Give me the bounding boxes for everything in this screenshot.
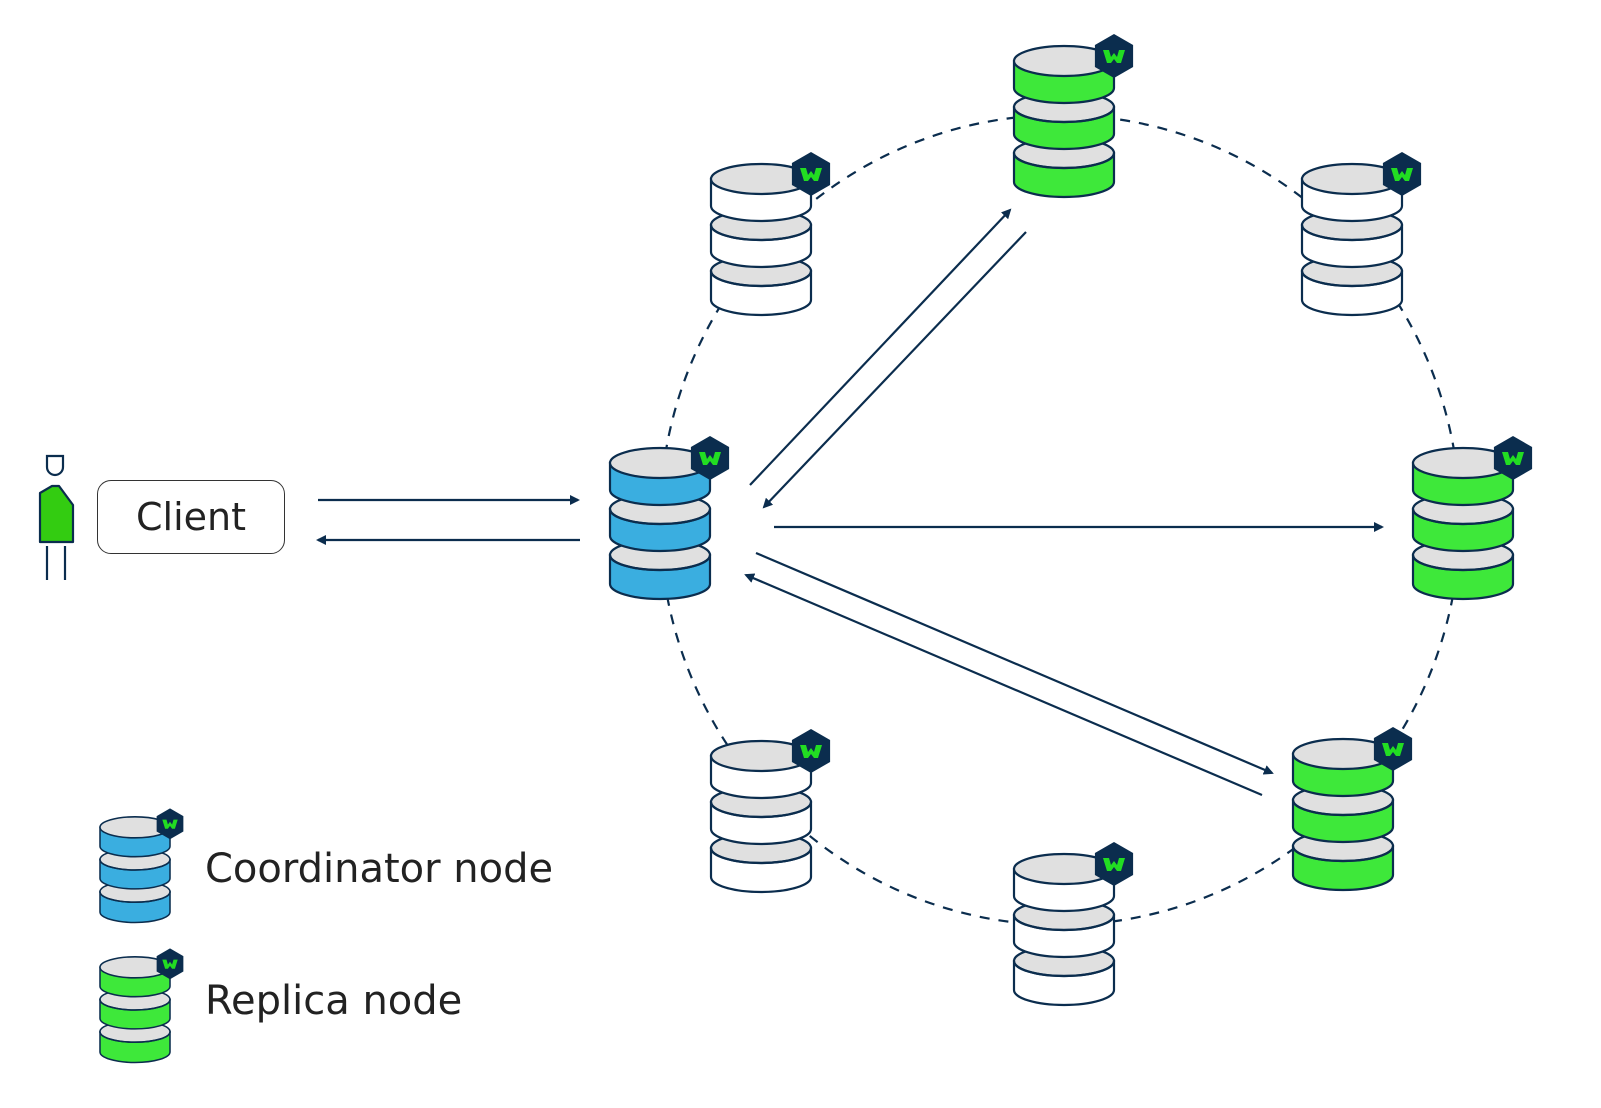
legend-coordinator-label: Coordinator node (205, 846, 554, 892)
weaviate-badge-icon (1094, 34, 1134, 78)
arrow-top-to-center-left (762, 231, 1027, 509)
db-node-right (1411, 436, 1533, 601)
weaviate-badge-icon (1094, 842, 1134, 886)
db-node-top (1012, 34, 1134, 199)
db-node-center-left (608, 436, 730, 601)
db-node-bottom-right (1291, 727, 1413, 892)
weaviate-badge-icon (1382, 152, 1422, 196)
weaviate-badge-icon (791, 729, 831, 773)
legend-replica-label: Replica node (205, 978, 463, 1024)
weaviate-badge-icon (1373, 727, 1413, 771)
weaviate-badge-icon (690, 436, 730, 480)
legend-replica-icon (99, 948, 184, 1064)
client-label: Client (135, 495, 246, 539)
arrow-bottom-right-to-center-left (744, 573, 1263, 797)
db-node-bottom-left (709, 729, 831, 894)
db-node-top-right (1300, 152, 1422, 317)
weaviate-badge-icon (791, 152, 831, 196)
weaviate-badge-icon (156, 948, 184, 980)
db-node-bottom (1012, 842, 1134, 1007)
arrow-center-left-to-top (749, 208, 1012, 486)
weaviate-badge-icon (156, 808, 184, 840)
legend-coordinator-icon (99, 808, 184, 924)
person-icon (38, 454, 75, 580)
client-label-box: Client (97, 480, 285, 554)
db-node-top-left (709, 152, 831, 317)
arrow-center-left-to-bottom-right (755, 551, 1274, 775)
weaviate-badge-icon (1493, 436, 1533, 480)
